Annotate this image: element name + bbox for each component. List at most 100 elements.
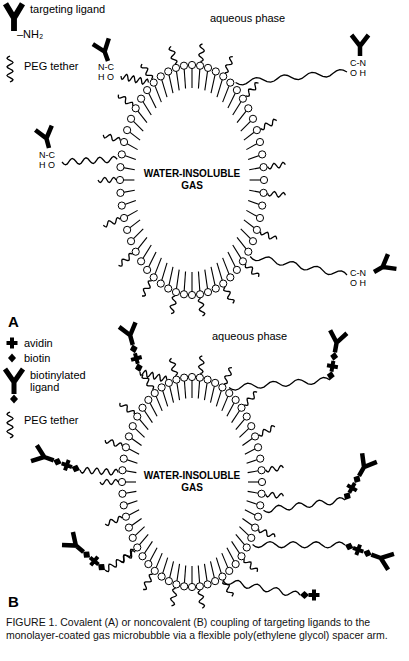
lipid-head — [204, 289, 211, 296]
lipid-head — [233, 86, 240, 93]
lipid-head — [220, 280, 227, 287]
lipid-head — [122, 513, 129, 520]
avidin-symbol — [130, 352, 143, 365]
avidin-biotin-ligand — [300, 590, 320, 601]
lipid-head — [251, 433, 258, 440]
lipid-head — [227, 79, 234, 86]
legend-text: PEG tether — [24, 414, 78, 426]
lipid-head — [226, 567, 233, 574]
lipid-head — [243, 413, 250, 420]
lipid-head — [232, 560, 239, 567]
lipid-head — [258, 490, 265, 497]
lipid-head — [245, 248, 252, 255]
lipid-head — [212, 379, 219, 386]
targeting-ligand — [35, 126, 57, 151]
lipid-head — [172, 289, 179, 296]
peg-tether — [171, 588, 177, 606]
lipid-head — [249, 238, 256, 245]
biotin-symbol — [329, 351, 338, 361]
lipid-head — [254, 444, 261, 451]
lipid-head — [181, 374, 188, 381]
avidin-symbol — [344, 480, 359, 495]
biotin-symbol — [10, 395, 18, 404]
lipid-head — [119, 467, 126, 474]
lipid-head — [120, 455, 127, 462]
lipid-head — [239, 258, 246, 265]
peg-tether — [253, 542, 345, 548]
lipid-head — [259, 202, 266, 209]
lipid-head — [137, 258, 144, 265]
lipid-head — [180, 291, 187, 298]
lipid-head — [129, 423, 136, 430]
lipid-head — [137, 95, 144, 102]
peg-tether — [105, 440, 122, 446]
lipid-head — [144, 266, 151, 273]
lipid-head — [117, 189, 124, 196]
peg-tether — [261, 232, 277, 240]
amide-label: C-N — [349, 268, 367, 278]
lipid-head — [254, 513, 261, 520]
peg-tether — [224, 368, 232, 384]
lipid-head — [239, 95, 246, 102]
lipid-head — [129, 534, 136, 541]
lipid-head — [258, 467, 265, 474]
peg-tether — [225, 57, 233, 73]
ligand-symbol — [352, 35, 369, 56]
legend-peg-tether — [7, 56, 13, 82]
lipid-head — [212, 68, 219, 75]
peg-tether — [119, 254, 133, 267]
lipid-head — [257, 455, 264, 462]
lipid-head — [172, 64, 179, 71]
lipid-head — [120, 138, 127, 145]
lipid-head — [151, 389, 158, 396]
lipid-head — [144, 86, 151, 93]
lipid-head — [150, 274, 157, 281]
node-text: WATER-INSOLUBLE GAS — [144, 168, 240, 191]
avidin-biotin-ligand — [119, 322, 148, 374]
peg-tether — [170, 358, 178, 376]
peg-tether — [120, 403, 135, 414]
lipid-head — [150, 79, 157, 86]
lipid-head — [132, 248, 139, 255]
peg-tether — [261, 119, 277, 129]
lipid-head — [245, 105, 252, 112]
amide-label: O H — [349, 68, 367, 78]
lipid-head — [260, 164, 267, 171]
lipid-head — [158, 384, 165, 391]
peg-tether — [198, 298, 205, 316]
lipid-head — [248, 534, 255, 541]
ligand-symbol — [370, 254, 397, 279]
lipid-head — [196, 62, 203, 69]
figure-caption: FIGURE 1. Covalent (A) or noncovalent (B… — [6, 616, 403, 641]
peg-tether — [264, 498, 346, 513]
lipid-monolayer — [118, 373, 265, 590]
legend-text: biotin — [24, 352, 50, 364]
lipid-head — [248, 423, 255, 430]
lipid-head — [196, 374, 203, 381]
peg-tether — [103, 135, 120, 141]
avidin-biotin-ligand — [31, 445, 83, 478]
lipid-head — [145, 560, 152, 567]
legend-text: PEG tether — [24, 60, 78, 72]
avidin-biotin-ligand — [338, 453, 377, 504]
peg-tether — [140, 371, 167, 382]
lipid-head — [157, 73, 164, 80]
peg-tether — [103, 218, 120, 227]
peg-tether — [118, 95, 133, 106]
ligand-symbol — [93, 38, 116, 64]
lipid-head — [157, 280, 164, 287]
lipid-head — [173, 376, 180, 383]
peg-tether — [266, 466, 284, 473]
legend-text: targeting ligand — [30, 3, 105, 15]
peg-tether — [141, 64, 152, 79]
amine-label: –NH₂ — [17, 28, 43, 40]
lipid-head — [219, 573, 226, 580]
lipid-head — [119, 490, 126, 497]
avidin-biotin-ligand — [342, 537, 394, 570]
amide-label: H O — [38, 160, 56, 170]
legend-text: avidin — [24, 337, 53, 349]
lipid-head — [139, 404, 146, 411]
lipid-head — [125, 524, 132, 531]
lipid-head — [238, 404, 245, 411]
